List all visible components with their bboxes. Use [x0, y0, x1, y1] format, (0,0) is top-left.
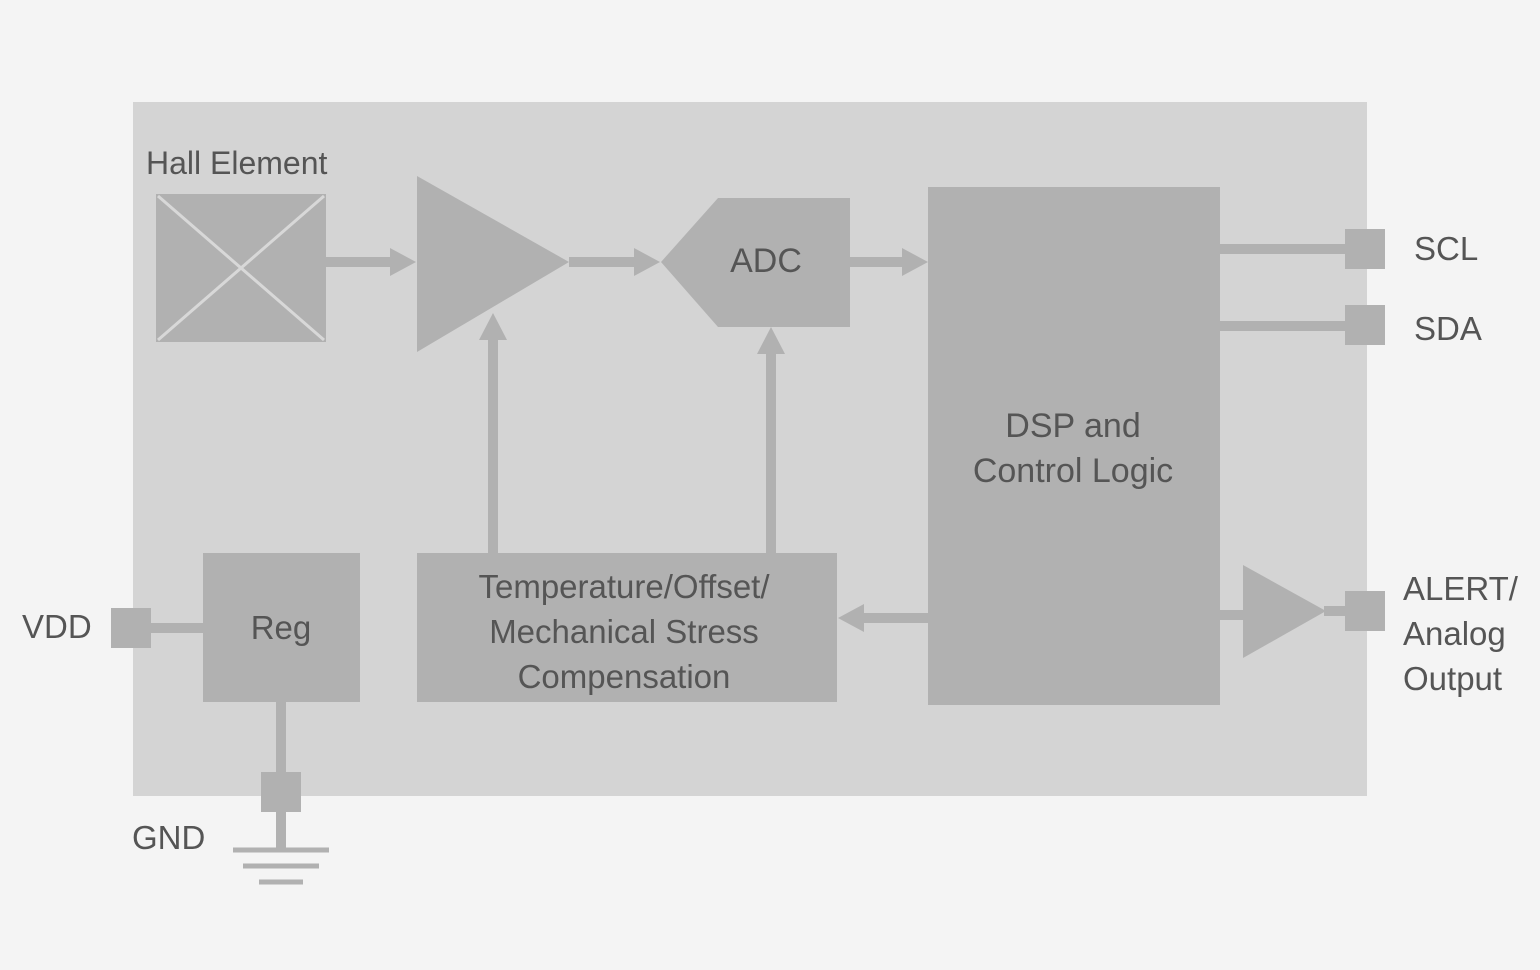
hall-element-block	[156, 194, 326, 342]
sda-pin	[1345, 305, 1385, 345]
gnd-label: GND	[132, 819, 205, 856]
dsp-label-line1: DSP and	[1005, 407, 1140, 445]
adc-label: ADC	[730, 242, 802, 280]
compensation-label-line1: Temperature/Offset/	[478, 568, 770, 605]
vdd-label: VDD	[22, 608, 92, 645]
arrow-adc-to-dsp	[850, 248, 928, 276]
scl-connection	[1220, 229, 1385, 269]
arrow-dsp-to-compensation	[838, 604, 928, 632]
arrow-hall-to-amp	[326, 248, 416, 276]
arrow-amp-to-adc	[569, 248, 660, 276]
compensation-label-line3: Compensation	[518, 658, 731, 695]
output-buffer-triangle	[1243, 565, 1326, 658]
dsp-block	[928, 187, 1220, 705]
compensation-block	[417, 553, 837, 702]
alert-pin	[1345, 591, 1385, 631]
alert-label-line1: ALERT/	[1403, 570, 1519, 607]
ground-symbol-icon	[233, 847, 329, 885]
arrow-compensation-to-adc	[757, 327, 785, 553]
gnd-pin	[261, 772, 301, 812]
amplifier-triangle	[417, 176, 569, 352]
arrow-compensation-to-amp	[479, 313, 507, 553]
sda-connection	[1220, 305, 1385, 345]
reg-label: Reg	[251, 609, 312, 646]
alert-label-line2: Analog	[1403, 615, 1506, 652]
alert-label-line3: Output	[1403, 660, 1502, 697]
scl-pin	[1345, 229, 1385, 269]
adc-block	[661, 198, 850, 327]
hall-element-label: Hall Element	[146, 145, 328, 181]
reg-block	[203, 553, 360, 702]
dsp-label-line2: Control Logic	[973, 452, 1173, 490]
sda-label: SDA	[1414, 310, 1482, 347]
gnd-connection	[261, 702, 301, 850]
scl-label: SCL	[1414, 230, 1478, 267]
compensation-label-line2: Mechanical Stress	[489, 613, 759, 650]
vdd-connection	[111, 608, 203, 648]
vdd-pin	[111, 608, 151, 648]
alert-connection	[1220, 565, 1385, 658]
